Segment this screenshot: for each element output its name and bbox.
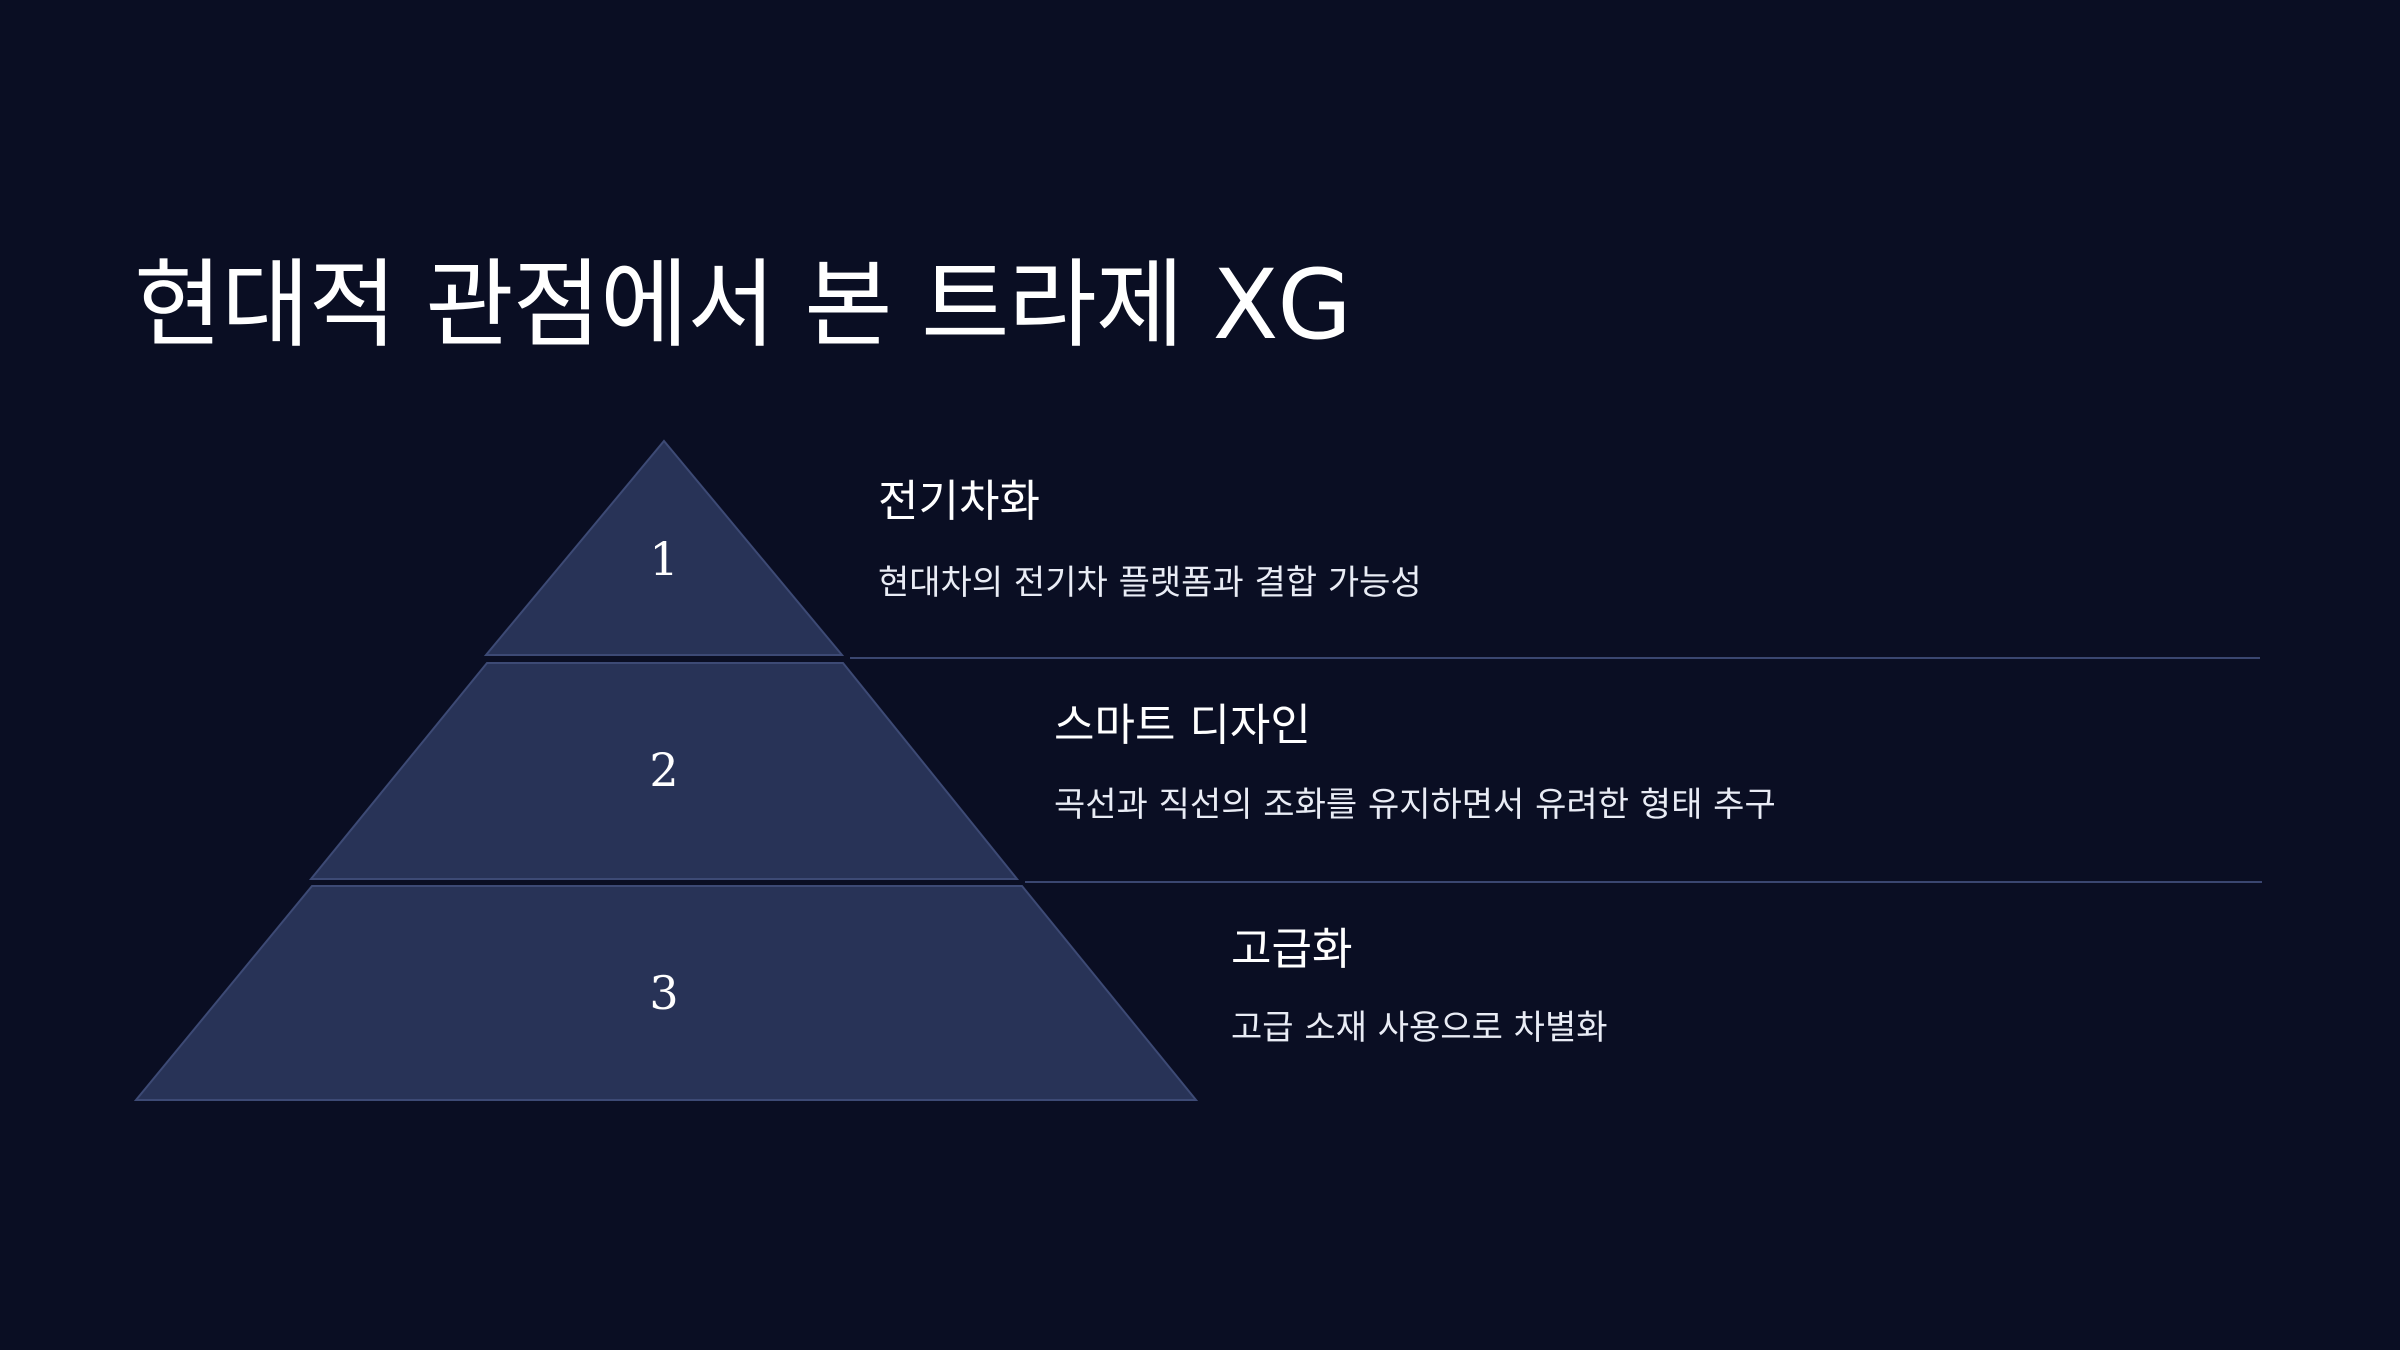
pyramid-tier-3: 3 — [133, 885, 1199, 1101]
tier-2-shape — [308, 662, 1020, 880]
tier-1-description: 현대차의 전기차 플랫폼과 결합 가능성 — [878, 563, 1422, 603]
tier-3-title: 고급화 — [1231, 924, 1353, 975]
tier-1-shape — [483, 439, 845, 656]
tier-1-title: 전기차화 — [878, 476, 1040, 527]
tier-3-shape — [133, 885, 1199, 1101]
slide-title: 현대적 관점에서 본 트라제 XG — [134, 249, 1352, 361]
tier-2-description: 곡선과 직선의 조화를 유지하면서 유려한 형태 추구 — [1054, 785, 1776, 825]
pyramid-tier-1: 1 — [483, 439, 845, 656]
tier-3-description: 고급 소재 사용으로 차별화 — [1231, 1008, 1608, 1048]
tier-2-number: 2 — [649, 743, 678, 797]
tier-1-number: 1 — [649, 532, 678, 586]
tier-2-title: 스마트 디자인 — [1054, 700, 1311, 751]
pyramid-tier-2: 2 — [308, 662, 1020, 880]
tier-3-number: 3 — [649, 966, 678, 1020]
